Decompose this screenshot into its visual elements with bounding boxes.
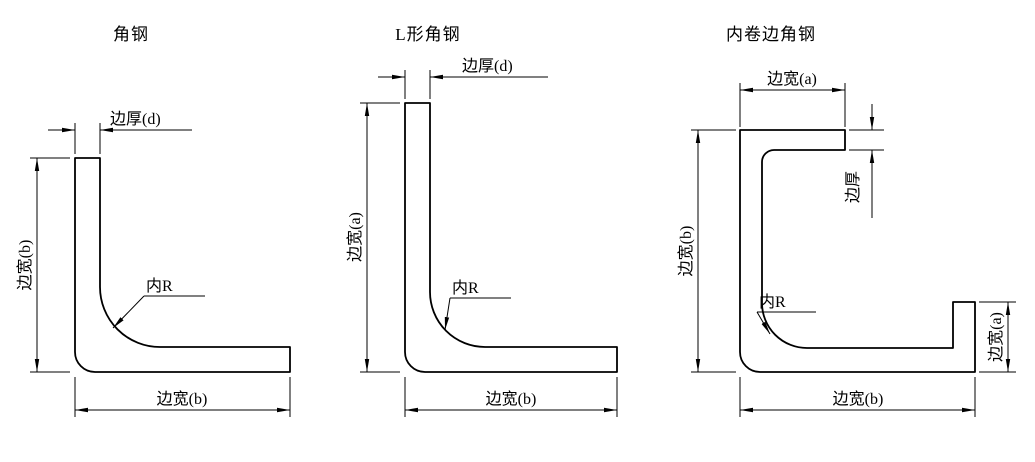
l-angle-steel-profile	[404, 102, 618, 373]
dim-inner-radius: 内R	[756, 293, 816, 335]
diagram-lipped-angle-steel: 内卷边角钢 边宽(a) 边厚 边宽(b	[677, 25, 1016, 417]
inner-radius-label: 内R	[759, 293, 786, 311]
dim-edge-thickness: 边厚(d)	[48, 110, 192, 154]
inner-radius-label: 内R	[146, 277, 173, 295]
dim-edge-width-bottom: 边宽(b)	[74, 377, 291, 417]
dim-inner-radius: 内R	[112, 277, 205, 329]
angle-steel-profile	[74, 157, 291, 373]
edge-width-right-label: 边宽(a)	[987, 312, 1005, 362]
edge-width-top-label: 边宽(a)	[767, 70, 817, 88]
diagram-l-shaped-angle-steel: L形角钢 边厚(d) 边宽(a) 内R	[346, 25, 618, 417]
inner-radius-label: 内R	[452, 279, 479, 297]
lip-thickness-label: 边厚	[844, 171, 862, 203]
edge-thickness-label: 边厚(d)	[462, 57, 513, 75]
dim-lip-thickness: 边厚	[844, 104, 884, 218]
edge-width-left-label: 边宽(b)	[677, 226, 695, 277]
dim-edge-width-top: 边宽(a)	[739, 70, 846, 127]
diagram2-title: L形角钢	[395, 25, 460, 44]
lipped-angle-steel-profile	[739, 129, 976, 373]
dim-edge-width-bottom: 边宽(b)	[404, 377, 618, 417]
diagram-angle-steel: 角钢 边厚(d) 边宽(b) 内R	[16, 25, 291, 417]
diagram1-title: 角钢	[113, 25, 149, 44]
diagram3-title: 内卷边角钢	[726, 25, 816, 44]
dim-edge-thickness: 边厚(d)	[378, 57, 548, 99]
dim-edge-width-left: 边宽(b)	[16, 157, 70, 373]
edge-width-bottom-label: 边宽(b)	[157, 390, 208, 408]
edge-width-bottom-label: 边宽(b)	[833, 390, 884, 408]
dim-edge-width-bottom: 边宽(b)	[739, 377, 976, 417]
edge-width-left-label: 边宽(a)	[346, 212, 364, 262]
dim-edge-width-right: 边宽(a)	[979, 301, 1016, 373]
edge-width-bottom-label: 边宽(b)	[486, 390, 537, 408]
dim-inner-radius: 内R	[444, 279, 511, 331]
edge-thickness-label: 边厚(d)	[110, 110, 161, 128]
dim-edge-width-left: 边宽(a)	[346, 102, 400, 373]
dim-edge-width-left: 边宽(b)	[677, 129, 736, 373]
edge-width-left-label: 边宽(b)	[16, 240, 34, 291]
